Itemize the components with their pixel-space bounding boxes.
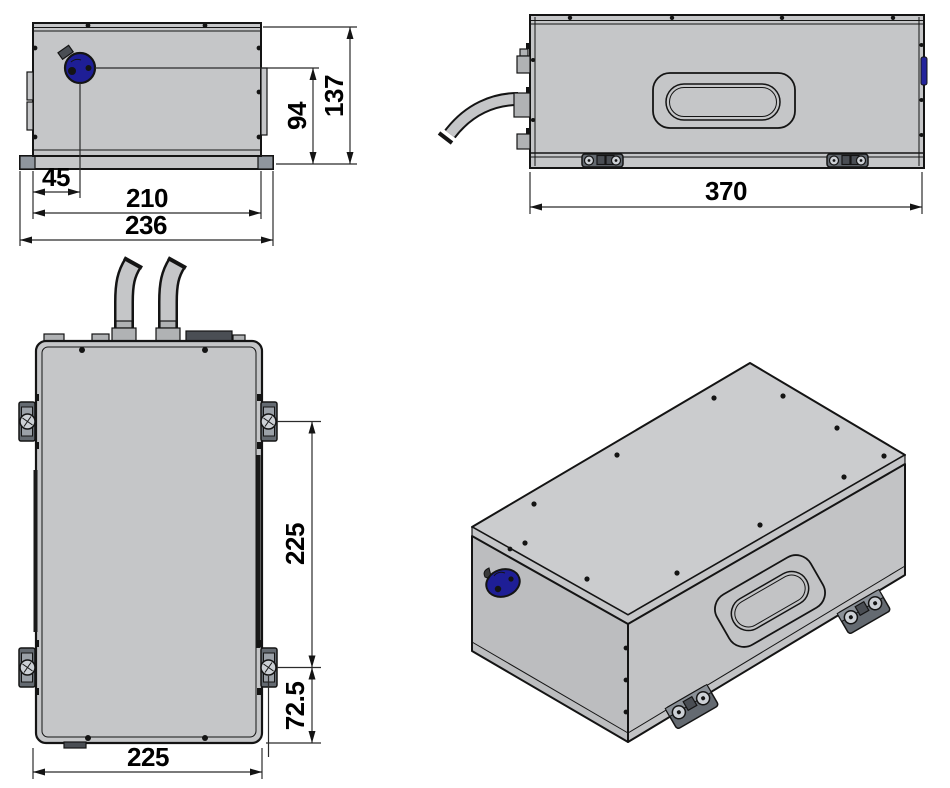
dim-overall-width: 225 bbox=[33, 742, 262, 776]
carry-handle bbox=[652, 72, 796, 129]
umbilical-cables bbox=[111, 256, 187, 343]
svg-text:225: 225 bbox=[280, 523, 310, 565]
svg-text:225: 225 bbox=[127, 742, 169, 772]
svg-text:45: 45 bbox=[42, 162, 70, 192]
interlock-connector bbox=[920, 56, 928, 86]
mounting-clamp-front bbox=[664, 683, 719, 730]
front-view: 45 210 236 94 137 bbox=[19, 22, 357, 246]
dim-overall-length: 370 bbox=[530, 176, 922, 211]
mounting-foot-bottom-left bbox=[18, 640, 39, 695]
top-view: 225 72.5 225 bbox=[18, 256, 321, 779]
side-view: 370 bbox=[437, 14, 928, 214]
lid-screws bbox=[507, 393, 887, 715]
mounting-foot-top-left bbox=[18, 394, 39, 449]
enclosure-body bbox=[529, 14, 925, 169]
enclosure-body bbox=[33, 339, 264, 749]
dim-mount-hole-span: 225 bbox=[280, 421, 316, 668]
svg-text:210: 210 bbox=[126, 183, 168, 213]
carry-handle bbox=[714, 554, 826, 648]
mounting-foot-top-right bbox=[257, 394, 278, 449]
svg-text:72.5: 72.5 bbox=[280, 682, 310, 731]
mounting-clamp-left bbox=[581, 153, 624, 168]
laser-aperture-icon bbox=[483, 567, 521, 598]
svg-text:236: 236 bbox=[125, 210, 167, 240]
svg-text:137: 137 bbox=[319, 75, 349, 117]
svg-text:370: 370 bbox=[705, 176, 747, 206]
enclosure-body bbox=[26, 22, 268, 157]
mounting-clamp-rear bbox=[836, 588, 891, 635]
svg-text:94: 94 bbox=[282, 101, 312, 130]
dim-aperture-offset-x: 45 bbox=[33, 162, 80, 196]
umbilical-cable bbox=[437, 92, 519, 145]
dim-mount-width: 210 bbox=[33, 183, 261, 217]
dim-mount-to-rear-edge: 72.5 bbox=[280, 667, 316, 743]
dim-base-width: 236 bbox=[20, 210, 273, 244]
mounting-clamp-right bbox=[826, 153, 869, 168]
isometric-view bbox=[471, 362, 906, 743]
rear-connectors bbox=[513, 43, 531, 150]
dim-aperture-height: 94 bbox=[282, 68, 317, 164]
dim-overall-height: 137 bbox=[319, 27, 354, 164]
right-face bbox=[627, 463, 906, 743]
